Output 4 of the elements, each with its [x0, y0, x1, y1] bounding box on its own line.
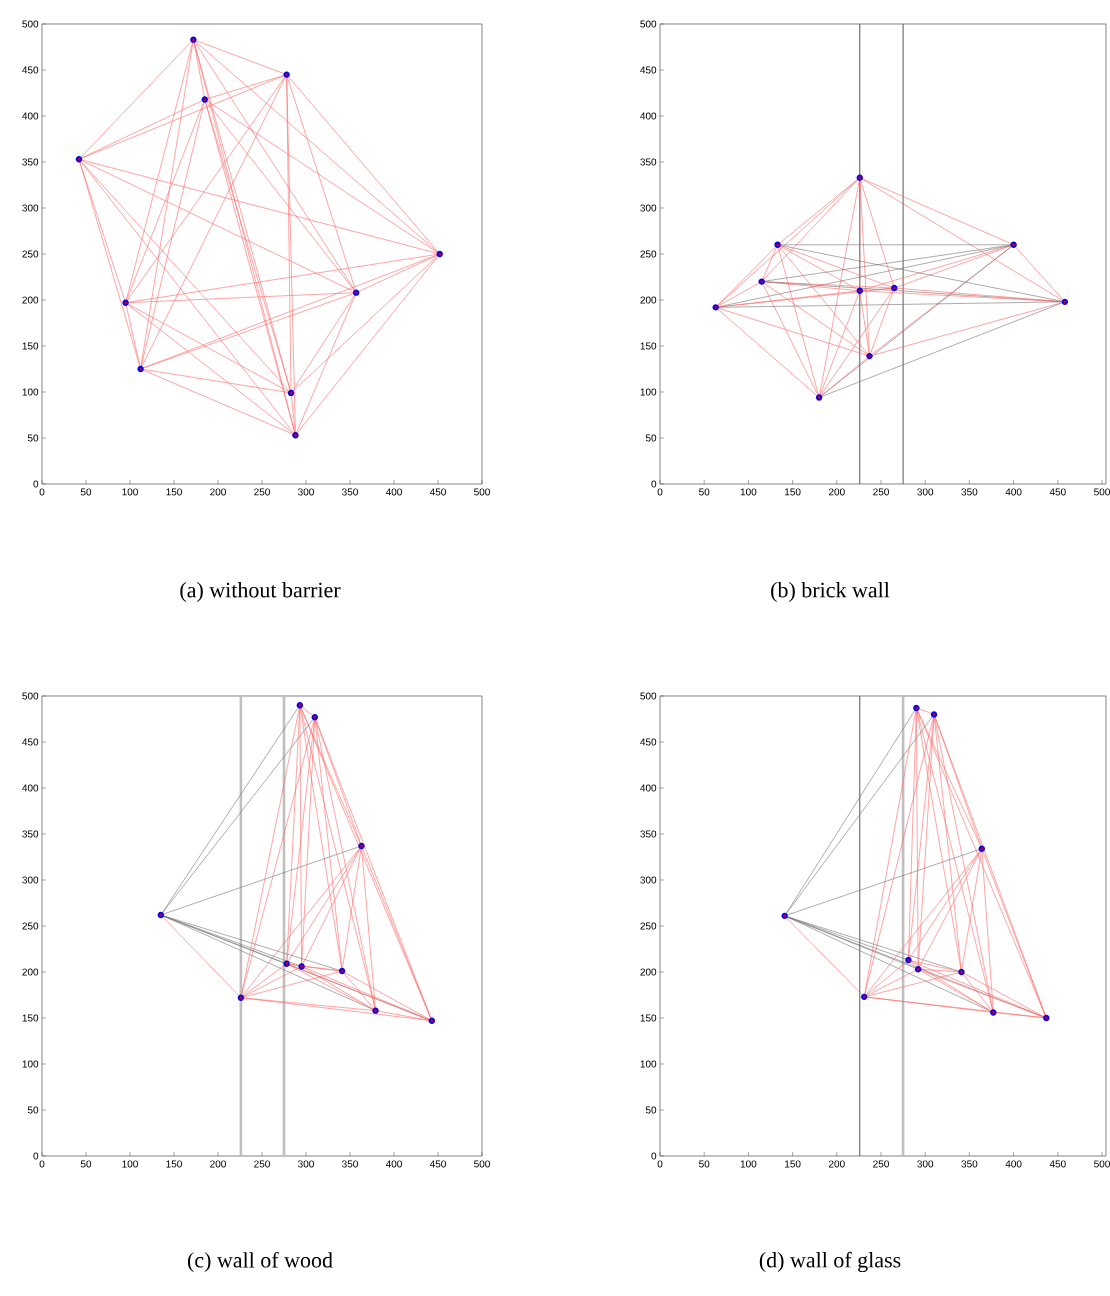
subfigure-caption: (a) without barrier — [180, 582, 341, 602]
subfigure-caption: (b) brick wall — [771, 582, 890, 602]
subfigure-caption: (c) wall of wood — [187, 1251, 333, 1273]
subfigure-caption: (d) wall of glass — [759, 1251, 901, 1273]
